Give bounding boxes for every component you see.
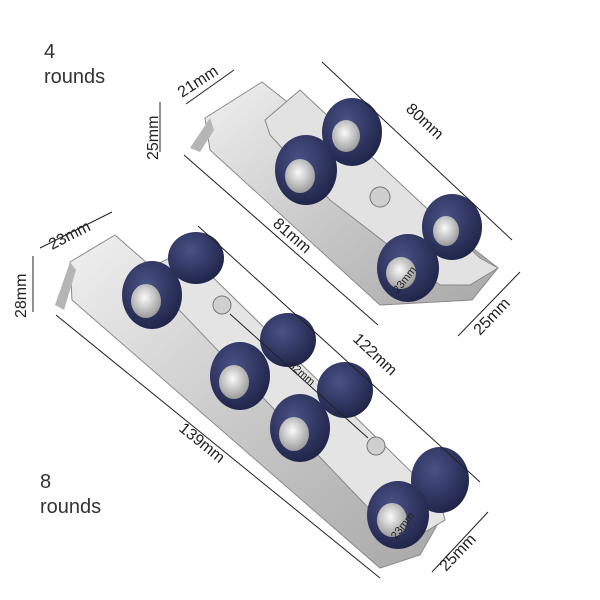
bottom-wheel-unit: rounds <box>40 496 102 518</box>
top-wheel-unit: rounds <box>44 66 106 88</box>
bottom-wheel-1 <box>168 232 224 284</box>
bottom-wheel-7 <box>411 447 469 513</box>
top-wheel-2 <box>275 135 337 205</box>
top-wheel-3 <box>422 194 482 260</box>
bottom-width-dimension: 23mm <box>46 218 93 253</box>
bottom-depth-dimension: 25mm <box>437 531 480 575</box>
top-wheel-count: 4 <box>44 41 56 63</box>
bottom-wheel-count: 8 <box>40 471 52 493</box>
top-product-label: 4 rounds <box>44 40 105 90</box>
bottom-wheel-4 <box>210 342 270 410</box>
bottom-rail-lip <box>55 262 76 310</box>
bottom-screw-1 <box>212 295 232 315</box>
top-wheel-1 <box>322 98 382 166</box>
bottom-wheel-5 <box>317 362 373 418</box>
dimension-lines <box>32 61 521 579</box>
top-height-dimension: 25mm <box>145 116 162 160</box>
bottom-wheel-6 <box>270 394 330 462</box>
bottom-screw-2 <box>366 436 386 456</box>
top-wheel-4 <box>377 234 439 302</box>
top-length-dimension: 80mm <box>402 100 446 143</box>
top-rail-lip <box>190 118 214 152</box>
bottom-plate <box>149 249 446 536</box>
bottom-wheel-2 <box>122 261 182 329</box>
top-roller-assembly <box>190 81 499 306</box>
bottom-product-label: 8 rounds <box>40 470 101 520</box>
top-screw <box>369 186 391 208</box>
bottom-wheel-8 <box>367 481 429 549</box>
bottom-wheel-3 <box>260 313 316 367</box>
bottom-height-dimension: 28mm <box>13 274 30 318</box>
